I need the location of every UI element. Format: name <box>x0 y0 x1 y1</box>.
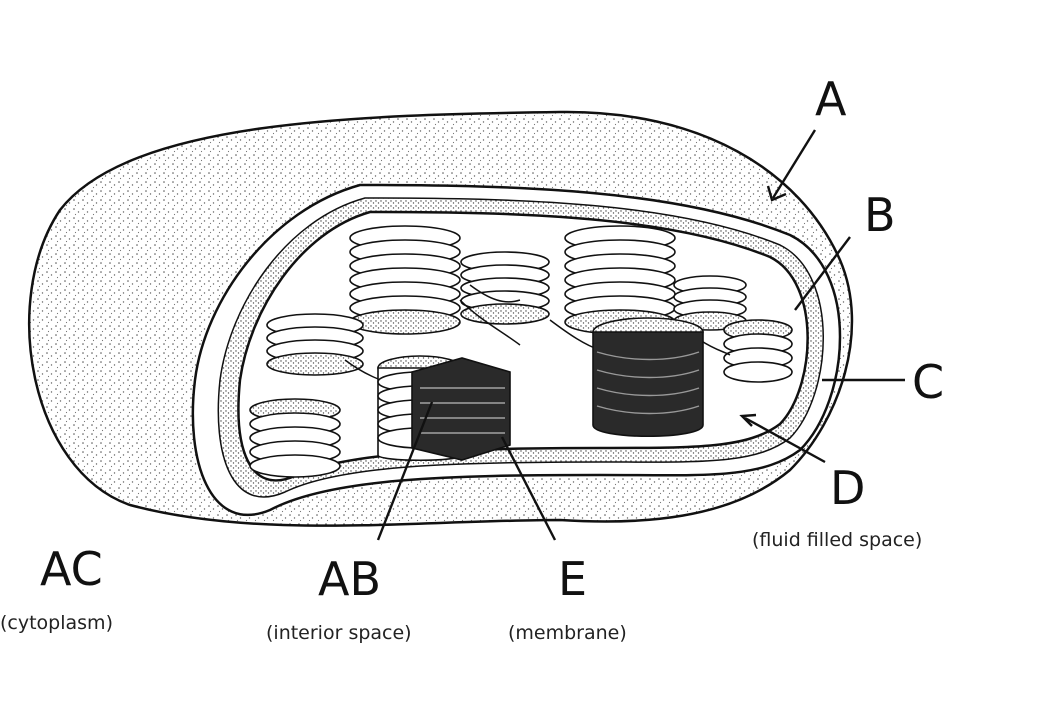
label-b: B <box>864 188 896 242</box>
pointer-lines <box>376 129 905 541</box>
cut-granum <box>377 355 511 462</box>
label-a: A <box>815 72 847 126</box>
granum-stack <box>564 225 676 335</box>
label-ac-note: (cytoplasm) <box>0 612 113 634</box>
granum-stack <box>266 313 364 376</box>
label-c: C <box>912 355 945 409</box>
label-d-note: (fluid filled space) <box>752 529 923 551</box>
granum-stack <box>723 319 793 383</box>
label-d: D <box>830 461 866 515</box>
label-e-note: (membrane) <box>508 622 627 644</box>
label-e: E <box>558 552 588 606</box>
label-ab-note: (interior space) <box>266 622 412 644</box>
dark-granum <box>592 317 704 438</box>
label-ab: AB <box>318 552 382 606</box>
granum-stack <box>349 225 461 335</box>
granum-stack <box>249 398 341 478</box>
label-ac: AC <box>40 542 103 596</box>
